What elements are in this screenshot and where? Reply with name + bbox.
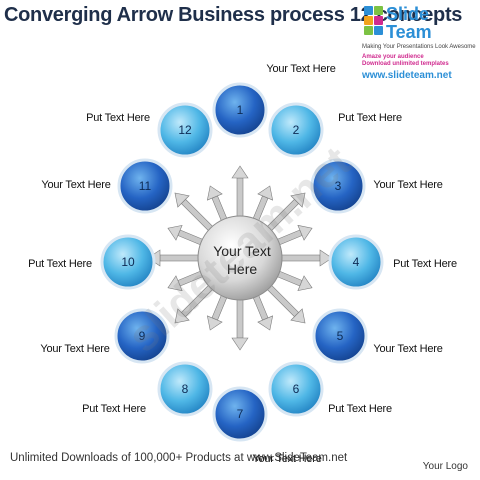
node-2-label: Put Text Here (338, 112, 402, 124)
node-9-label: Your Text Here (40, 343, 110, 355)
process-node-9: 9 (114, 308, 170, 364)
node-number: 12 (178, 123, 192, 137)
process-node-1: 1 (212, 82, 268, 138)
brand-tag-amaze: Amaze your audience (362, 54, 424, 60)
node-number: 10 (121, 255, 135, 269)
node-number: 2 (293, 123, 300, 137)
process-node-5: 5 (312, 308, 368, 364)
node-number: 11 (139, 179, 152, 193)
process-node-8: 8 (157, 361, 213, 417)
process-node-12: 12 (157, 102, 213, 158)
center-text-line2: Here (227, 261, 258, 277)
center-circle (197, 215, 283, 301)
node-10-label: Put Text Here (28, 258, 92, 270)
process-node-10: 10 (100, 234, 156, 290)
node-number: 9 (139, 329, 146, 343)
node-number: 3 (335, 179, 342, 193)
page-title: Converging Arrow Business process 12 con… (4, 4, 463, 26)
node-number: 8 (182, 382, 189, 396)
node-5-label: Your Text Here (373, 343, 443, 355)
node-8-label: Put Text Here (82, 403, 146, 415)
process-node-6: 6 (268, 361, 324, 417)
footer-text: Unlimited Downloads of 100,000+ Products… (10, 452, 348, 464)
brand-tagline: Making Your Presentations Look Awesome (362, 44, 476, 50)
process-node-11: 11 (117, 158, 173, 214)
brand-word-slide: Slide (386, 4, 430, 24)
node-11-label: Your Text Here (41, 179, 111, 191)
node-4-label: Put Text Here (393, 258, 457, 270)
radiating-arrow (231, 287, 249, 351)
your-logo-placeholder: Your Logo (422, 461, 468, 472)
process-node-2: 2 (268, 102, 324, 158)
node-7-label: Your Text Here (252, 453, 322, 465)
process-node-7: 7 (212, 386, 268, 442)
node-number: 7 (237, 407, 244, 421)
node-1-label: Your Text Here (266, 63, 336, 75)
node-12-label: Put Text Here (86, 112, 150, 124)
logo-squares-icon (364, 6, 384, 42)
process-node-4: 4 (328, 234, 384, 290)
node-3-label: Your Text Here (373, 179, 443, 191)
node-number: 4 (353, 255, 360, 269)
center-text-line1: Your Text (213, 243, 271, 259)
brand-word-team: Team (386, 22, 432, 42)
node-number: 1 (237, 103, 244, 117)
node-number: 6 (293, 382, 300, 396)
node-number: 5 (337, 329, 344, 343)
process-node-3: 3 (310, 158, 366, 214)
brand-url-link[interactable]: www.slideteam.net (362, 70, 452, 81)
node-6-label: Put Text Here (328, 403, 392, 415)
brand-tag-download: Download unlimited templates (362, 61, 449, 67)
slideteam-logo: Slide Team Making Your Presentations Loo… (356, 2, 476, 82)
